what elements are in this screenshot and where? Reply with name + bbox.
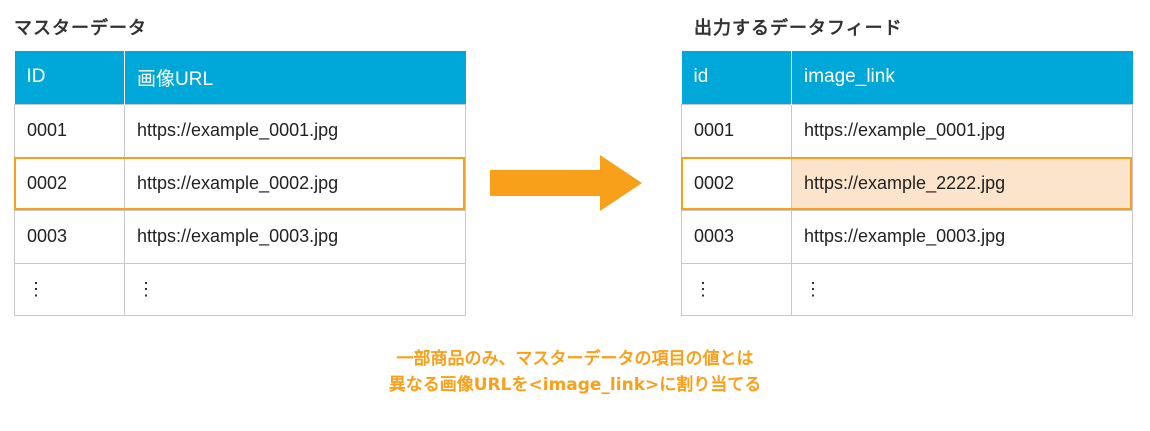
master-data-title: マスターデータ: [14, 18, 147, 39]
highlighted-url-cell: https://example_2222.jpg: [791, 156, 1133, 211]
column-header-image-link: image_link: [791, 51, 1133, 104]
table-row: 0002 https://example_2222.jpg: [681, 156, 1133, 211]
url-cell: https://example_0001.jpg: [791, 103, 1133, 158]
column-header-id: id: [681, 51, 792, 104]
column-header-image-url: 画像URL: [124, 51, 466, 104]
ellipsis-cell: ⋮: [681, 262, 792, 316]
table-row: 0001 https://example_0001.jpg: [14, 103, 466, 158]
table-row: 0003 https://example_0003.jpg: [14, 209, 466, 264]
column-header-id: ID: [14, 51, 125, 104]
id-cell: 0003: [681, 209, 792, 264]
id-cell: 0003: [14, 209, 125, 264]
table-header-row: id image_link: [681, 51, 1133, 104]
url-cell: https://example_0003.jpg: [791, 209, 1133, 264]
id-cell: 0001: [14, 103, 125, 158]
table-row: ⋮ ⋮: [14, 262, 466, 316]
id-cell: 0002: [14, 156, 125, 211]
table-row: 0001 https://example_0001.jpg: [681, 103, 1133, 158]
output-feed-table: id image_link 0001 https://example_0001.…: [681, 51, 1133, 316]
ellipsis-cell: ⋮: [124, 262, 466, 316]
ellipsis-cell: ⋮: [791, 262, 1133, 316]
master-data-table: ID 画像URL 0001 https://example_0001.jpg 0…: [14, 51, 466, 316]
id-cell: 0002: [681, 156, 792, 211]
note-line-2: 異なる画像URLを<image_link>に割り当てる: [388, 375, 762, 395]
output-feed-title: 出力するデータフィード: [694, 18, 903, 39]
table-row: 0002 https://example_0002.jpg: [14, 156, 466, 211]
table-row: ⋮ ⋮: [681, 262, 1133, 316]
url-cell: https://example_0001.jpg: [124, 103, 466, 158]
right-arrow-icon: [490, 155, 642, 211]
url-cell: https://example_0003.jpg: [124, 209, 466, 264]
note-line-1: 一部商品のみ、マスターデータの項目の値とは: [396, 349, 754, 369]
table-header-row: ID 画像URL: [14, 51, 466, 104]
id-cell: 0001: [681, 103, 792, 158]
url-cell: https://example_0002.jpg: [124, 156, 466, 211]
ellipsis-cell: ⋮: [14, 262, 125, 316]
table-row: 0003 https://example_0003.jpg: [681, 209, 1133, 264]
